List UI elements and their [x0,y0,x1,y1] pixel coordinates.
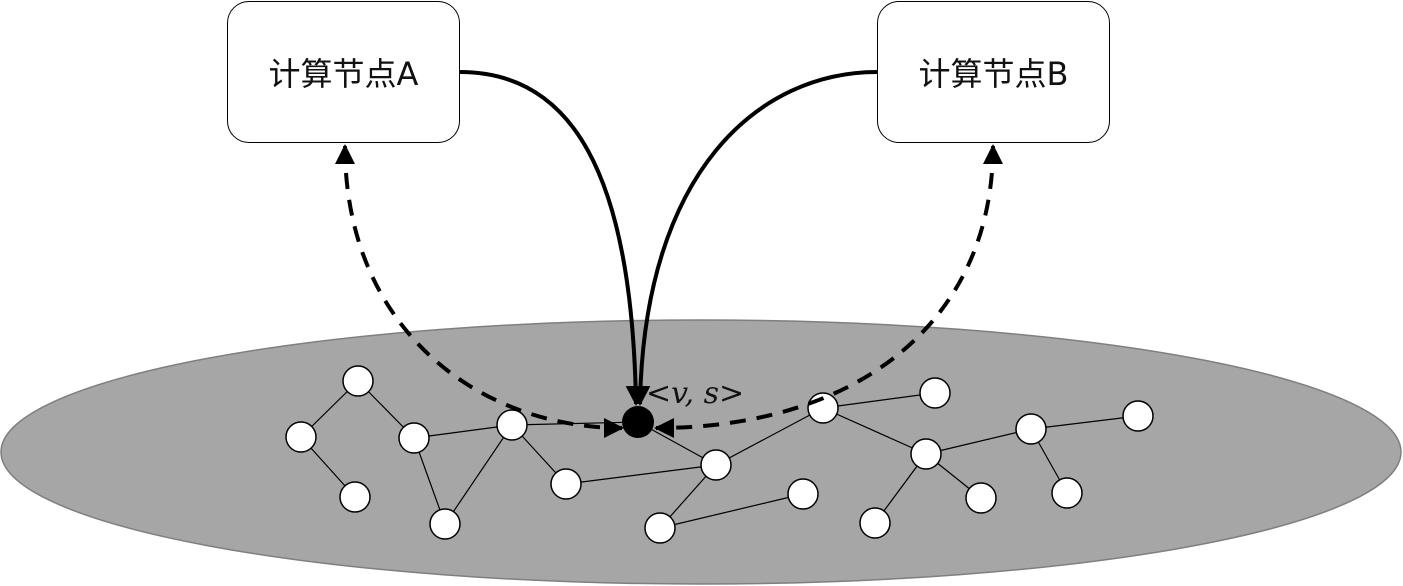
graph-node [919,377,951,409]
graph-node [398,422,430,454]
graph-node [1122,400,1154,432]
compute-node-b-label: 计算节点B [918,55,1069,93]
graph-node [1051,477,1083,509]
graph-node [1015,413,1047,445]
compute-node-a: 计算节点A [227,1,460,143]
sync-arrow-a [335,144,624,438]
graph-node [910,438,942,470]
graph-node [965,482,997,514]
graph-node [550,468,582,500]
graph-node [342,365,374,397]
graph-node [700,449,732,481]
graph-node [429,508,461,540]
graph-node [339,481,371,513]
graph-region [0,319,1402,585]
target-node [622,406,654,438]
compute-node-b: 计算节点B [877,1,1110,143]
target-label: <v, s> [646,376,744,411]
graph-node [644,512,676,544]
graph-node [496,409,528,441]
compute-node-a-label: 计算节点A [268,55,419,93]
graph-node [285,421,317,453]
graph-node [859,507,891,539]
graph-node [787,478,819,510]
sync-arrow-b [654,144,1003,438]
